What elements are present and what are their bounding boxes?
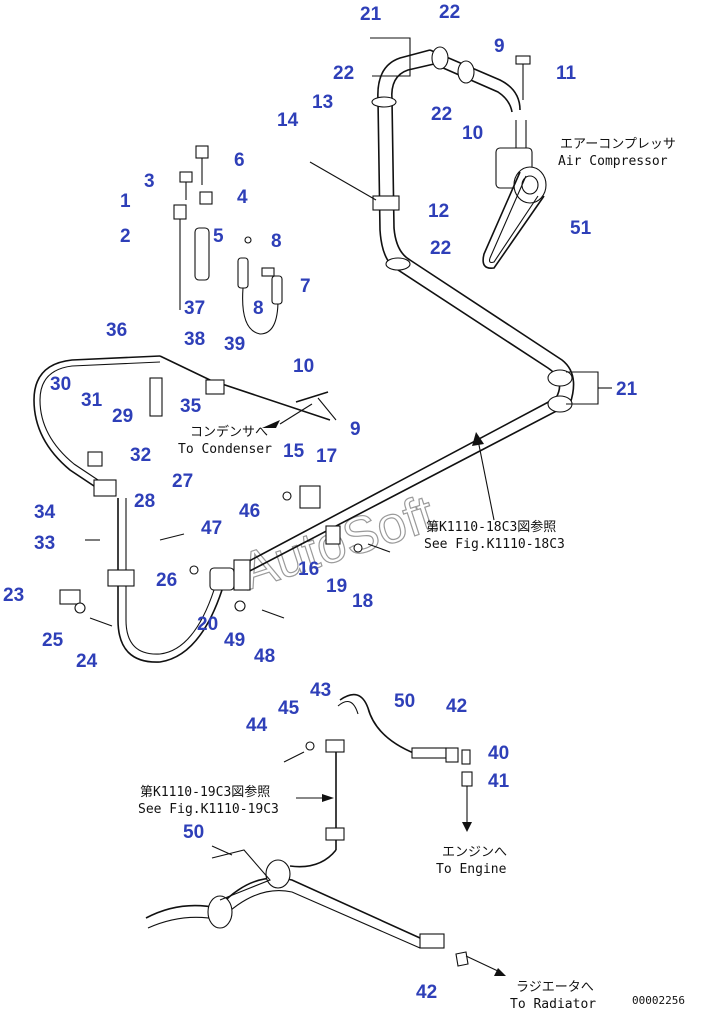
callout-9-top: 9 xyxy=(494,36,505,57)
callout-35: 35 xyxy=(180,396,202,417)
air-compressor-label-en: Air Compressor xyxy=(558,154,668,169)
callout-21-right: 21 xyxy=(616,379,638,400)
callout-50-low: 50 xyxy=(183,822,204,843)
callout-15: 15 xyxy=(283,441,305,462)
callout-28: 28 xyxy=(134,491,155,512)
callout-32: 32 xyxy=(130,445,151,466)
callout-37: 37 xyxy=(184,298,205,319)
callout-51: 51 xyxy=(570,218,592,239)
callout-13: 13 xyxy=(312,92,333,113)
callout-7: 7 xyxy=(300,276,311,297)
callout-14: 14 xyxy=(277,110,299,131)
callout-22-mid: 22 xyxy=(431,104,452,125)
callout-20: 20 xyxy=(197,614,218,635)
callout-5: 5 xyxy=(213,226,224,247)
callout-48: 48 xyxy=(254,646,275,667)
callout-4: 4 xyxy=(237,187,248,208)
callout-9-mid: 9 xyxy=(350,419,361,440)
radiator-label-jp: ラジエータへ xyxy=(516,980,594,995)
callout-2: 2 xyxy=(120,226,131,247)
engine-label-jp: エンジンへ xyxy=(442,845,507,860)
callout-8-low: 8 xyxy=(253,298,264,319)
callout-31: 31 xyxy=(81,390,103,411)
callout-36: 36 xyxy=(106,320,127,341)
text-labels: エアーコンプレッサ Air Compressor コンデンサへ To Conde… xyxy=(138,137,685,1012)
callout-10-mid: 10 xyxy=(293,356,314,377)
callout-10-top: 10 xyxy=(462,123,483,144)
callout-6: 6 xyxy=(234,150,245,171)
callout-24: 24 xyxy=(76,651,98,672)
middle-clamps xyxy=(85,485,391,627)
air-compressor-label-jp: エアーコンプレッサ xyxy=(560,137,676,152)
callout-numbers: 21 22 9 11 22 22 13 14 10 6 3 4 1 12 51 … xyxy=(3,2,638,1003)
ref-arrow-18c3 xyxy=(472,432,495,521)
drive-belt xyxy=(482,171,545,270)
callout-30: 30 xyxy=(50,374,71,395)
leaders xyxy=(211,37,612,901)
drawing-number: 00002256 xyxy=(632,994,685,1007)
dryer-assembly xyxy=(173,145,283,335)
callout-17: 17 xyxy=(316,446,337,467)
callout-27: 27 xyxy=(172,471,193,492)
callout-42-low: 42 xyxy=(416,982,437,1003)
fig-19c3-label-jp: 第K1110-19C3図参照 xyxy=(140,784,270,800)
callout-44: 44 xyxy=(246,715,268,736)
fig-18c3-label-jp: 第K1110-18C3図参照 xyxy=(426,519,556,535)
fig-19c3-label-en: See Fig.K1110-19C3 xyxy=(138,802,279,817)
main-pipe xyxy=(219,46,575,591)
fig-18c3-label-en: See Fig.K1110-18C3 xyxy=(424,537,565,552)
callout-42-top: 42 xyxy=(446,696,467,717)
callout-26: 26 xyxy=(156,570,177,591)
callout-22-top: 22 xyxy=(439,2,460,23)
callout-19: 19 xyxy=(326,576,347,597)
callout-47: 47 xyxy=(201,518,222,539)
callout-18: 18 xyxy=(352,591,373,612)
callout-50-top: 50 xyxy=(394,691,415,712)
callout-21-top: 21 xyxy=(360,4,382,25)
engine-label-en: To Engine xyxy=(436,862,507,877)
callout-29: 29 xyxy=(112,406,133,427)
callout-41: 41 xyxy=(488,771,510,792)
callout-22-low: 22 xyxy=(430,238,451,259)
callout-49: 49 xyxy=(224,630,245,651)
callout-16: 16 xyxy=(298,559,319,580)
callout-22-left: 22 xyxy=(333,63,354,84)
air-compressor xyxy=(495,120,547,204)
callout-11: 11 xyxy=(556,63,577,84)
radiator-label-en: To Radiator xyxy=(510,997,596,1012)
callout-39: 39 xyxy=(224,334,245,355)
callout-33: 33 xyxy=(34,533,55,554)
callout-34: 34 xyxy=(34,502,56,523)
callout-25: 25 xyxy=(42,630,64,651)
callout-3: 3 xyxy=(144,171,155,192)
condenser-fitting xyxy=(262,391,337,428)
lower-hose xyxy=(145,693,506,976)
callout-43: 43 xyxy=(310,680,331,701)
condenser-label-en: To Condenser xyxy=(178,442,272,457)
callout-8-top: 8 xyxy=(271,231,282,252)
callout-38: 38 xyxy=(184,329,205,350)
condenser-label-jp: コンデンサへ xyxy=(190,424,268,440)
callout-1: 1 xyxy=(120,191,131,212)
bolt-11 xyxy=(515,55,531,100)
left-hose xyxy=(33,355,331,663)
callout-46: 46 xyxy=(239,501,260,522)
callout-23: 23 xyxy=(3,585,24,606)
callout-12: 12 xyxy=(428,201,449,222)
callout-45: 45 xyxy=(278,698,300,719)
callout-40: 40 xyxy=(488,743,509,764)
